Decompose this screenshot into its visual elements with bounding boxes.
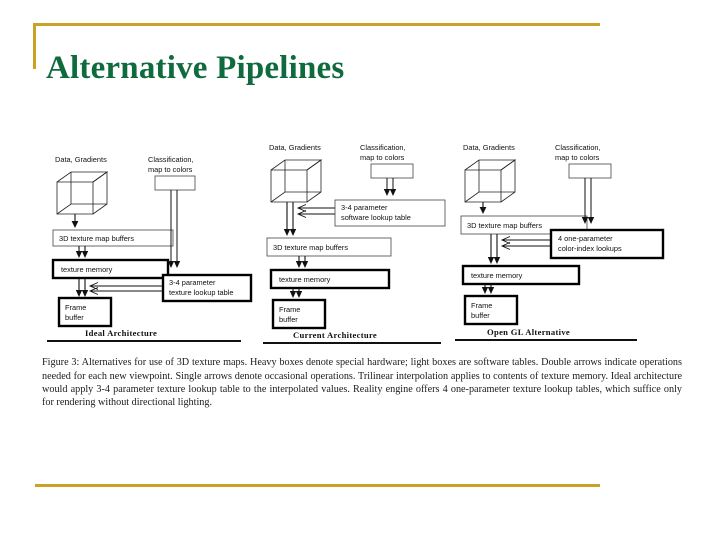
box-frame-buffer-line2: buffer bbox=[471, 311, 490, 320]
double-arrow-buffers-to-memory bbox=[487, 234, 501, 264]
diagram-panel-current: Data, Gradients Classification, map to c… bbox=[263, 130, 473, 345]
box-software-lookup-line2: software lookup table bbox=[341, 213, 411, 222]
panel-label-ideal: Ideal Architecture bbox=[85, 328, 157, 338]
arrow-cube-to-buffers bbox=[71, 214, 79, 228]
figure-image: Data, Gradients Classification, map to c… bbox=[35, 130, 685, 415]
arrow-cube-to-buffers bbox=[479, 202, 487, 214]
footer-accent-rule bbox=[35, 484, 600, 487]
double-arrow-classification-to-lookups bbox=[581, 178, 595, 224]
box-texture-map-buffers-label: 3D texture map buffers bbox=[59, 234, 134, 243]
box-texture-map-buffers-label: 3D texture map buffers bbox=[273, 243, 348, 252]
box-color-index-lookups bbox=[549, 228, 665, 260]
box-frame-buffer bbox=[57, 296, 113, 328]
data-volume-cube-icon bbox=[56, 171, 109, 215]
connector-color-index-lookups bbox=[500, 236, 551, 250]
diagram-panel-opengl: Data, Gradients Classification, map to c… bbox=[455, 130, 665, 345]
box-texture-map-buffers bbox=[266, 237, 392, 257]
title-accent-rule-left bbox=[33, 23, 36, 69]
box-lookup-table-line1: 3-4 parameter bbox=[169, 278, 216, 287]
box-classification bbox=[154, 175, 196, 191]
box-frame-buffer bbox=[271, 298, 327, 330]
box-color-index-line2: color-index lookups bbox=[558, 244, 622, 253]
box-lookup-table bbox=[161, 273, 253, 303]
classification-label-line2: map to colors bbox=[148, 165, 193, 174]
box-color-index-line1: 4 one-parameter bbox=[558, 234, 613, 243]
box-frame-buffer-line2: buffer bbox=[279, 315, 298, 324]
box-frame-buffer-line2: buffer bbox=[65, 313, 84, 322]
data-volume-cube-icon bbox=[464, 159, 517, 203]
diagram-row: Data, Gradients Classification, map to c… bbox=[35, 130, 685, 345]
classification-label-line1: Classification, bbox=[360, 143, 406, 152]
box-texture-memory-label: texture memory bbox=[61, 265, 113, 274]
connector-lookup-table bbox=[88, 282, 163, 295]
title-accent-rule-top bbox=[33, 23, 600, 26]
source-label: Data, Gradients bbox=[55, 155, 107, 164]
source-label: Data, Gradients bbox=[269, 143, 321, 152]
box-texture-memory bbox=[51, 258, 170, 280]
classification-label-line2: map to colors bbox=[360, 153, 405, 162]
double-arrow-buffers-to-memory bbox=[75, 246, 89, 258]
box-frame-buffer-line1: Frame bbox=[471, 301, 492, 310]
double-arrow-cube-to-buffers bbox=[283, 202, 297, 236]
box-texture-memory bbox=[269, 268, 391, 290]
box-classification bbox=[568, 163, 612, 179]
double-arrow-memory-to-framebuffer bbox=[481, 284, 495, 294]
double-arrow-memory-to-framebuffer bbox=[289, 288, 303, 298]
source-label: Data, Gradients bbox=[463, 143, 515, 152]
double-arrow-memory-to-framebuffer bbox=[75, 278, 89, 297]
classification-label-line2: map to colors bbox=[555, 153, 600, 162]
box-frame-buffer bbox=[463, 294, 519, 326]
panel-label-current: Current Architecture bbox=[293, 330, 377, 340]
box-software-lookup-table bbox=[334, 199, 446, 227]
box-frame-buffer-line1: Frame bbox=[65, 303, 86, 312]
figure-caption: Figure 3: Alternatives for use of 3D tex… bbox=[42, 357, 682, 409]
box-classification bbox=[370, 163, 414, 179]
double-arrow-classification-to-lookup bbox=[167, 190, 181, 268]
page-title: Alternative Pipelines bbox=[46, 50, 345, 87]
box-software-lookup-line1: 3-4 parameter bbox=[341, 203, 388, 212]
box-texture-memory-label: texture memory bbox=[471, 271, 523, 280]
box-texture-map-buffers-label: 3D texture map buffers bbox=[467, 221, 542, 230]
classification-label-line1: Classification, bbox=[148, 155, 194, 164]
box-lookup-table-line2: texture lookup table bbox=[169, 288, 234, 297]
data-volume-cube-icon bbox=[270, 159, 323, 203]
connector-software-lookup-table bbox=[296, 204, 335, 218]
box-texture-memory-label: texture memory bbox=[279, 275, 331, 284]
double-arrow-classification-to-lookup bbox=[383, 178, 397, 196]
double-arrow-buffers-to-memory bbox=[295, 256, 309, 268]
panel-label-opengl: Open GL Alternative bbox=[487, 327, 570, 337]
box-texture-map-buffers bbox=[52, 229, 174, 247]
box-texture-memory bbox=[461, 264, 581, 286]
box-frame-buffer-line1: Frame bbox=[279, 305, 300, 314]
diagram-panel-ideal: Data, Gradients Classification, map to c… bbox=[45, 130, 255, 345]
classification-label-line1: Classification, bbox=[555, 143, 601, 152]
